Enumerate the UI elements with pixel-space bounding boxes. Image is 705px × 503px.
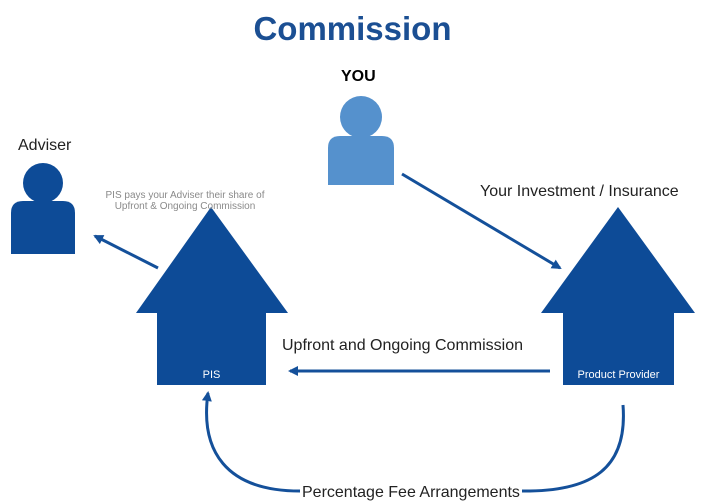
adviser-person-icon (11, 163, 75, 254)
your-investment-label: Your Investment / Insurance (480, 183, 679, 200)
product-provider-label: Product Provider (577, 369, 660, 381)
you-person-icon (328, 96, 394, 185)
arrow-you-to-provider (401, 172, 562, 270)
arrow-fee-arrangement (201, 391, 625, 493)
page-title: Commission (253, 10, 452, 47)
arrow-pis-to-adviser (93, 234, 159, 270)
pis-house-icon (136, 207, 288, 385)
upfront-commission-label: Upfront and Ongoing Commission (282, 337, 524, 354)
adviser-label: Adviser (18, 137, 72, 154)
pis-label: PIS (202, 369, 221, 381)
product-provider-house-icon (541, 207, 695, 385)
adviser-note: PIS pays your Adviser their share of Upf… (105, 190, 265, 212)
you-label: YOU (341, 68, 376, 85)
percentage-fee-label: Percentage Fee Arrangements (300, 484, 522, 502)
